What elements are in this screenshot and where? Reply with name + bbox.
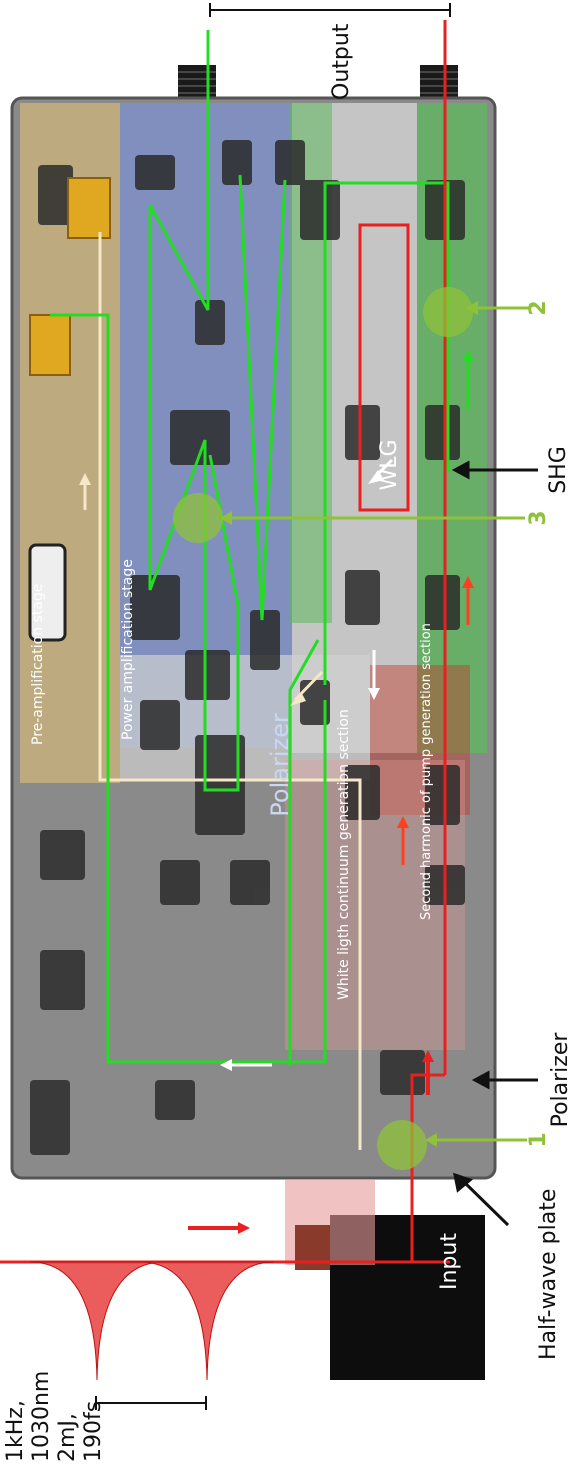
label-output: Output xyxy=(329,23,354,100)
output-bracket xyxy=(209,3,451,17)
label-shg: SHG xyxy=(546,446,569,494)
label-marker-3: 3 xyxy=(526,510,551,525)
marker-1 xyxy=(377,1120,527,1170)
gold-component-1 xyxy=(67,177,111,239)
label-white-light-section: White ligth continuum generation section xyxy=(336,709,352,1000)
pulse-bracket xyxy=(95,1396,207,1410)
label-half-wave-plate: Half-wave plate xyxy=(536,1189,561,1360)
label-power-amplification: Power amplification stage xyxy=(120,559,136,740)
marker-3 xyxy=(173,493,525,543)
pulse-shapes xyxy=(29,1261,275,1381)
label-pulse-line3: 2mJ, xyxy=(55,1413,80,1462)
label-pulse-line4: 190fs xyxy=(81,1401,106,1462)
label-pulse-line2: 1030nm xyxy=(29,1371,54,1462)
label-polarizer-middle: Polarizer xyxy=(266,713,294,817)
marker-2 xyxy=(423,287,530,337)
label-second-harmonic-section: Second harmonic of pump generation secti… xyxy=(419,623,434,920)
pre-amp-white-block xyxy=(28,543,67,642)
label-marker-1: 1 xyxy=(526,1132,551,1147)
label-marker-2: 2 xyxy=(526,300,551,315)
label-pre-amplification: Pre-amplification stage xyxy=(30,584,46,745)
direction-arrows xyxy=(79,350,474,1234)
label-pulse-line1: 1kHz, xyxy=(3,1400,28,1462)
label-input: Input xyxy=(437,1233,462,1290)
pale-beam-path xyxy=(98,232,362,1150)
optical-mounts xyxy=(30,140,465,1155)
label-wlg: WLG xyxy=(377,439,402,490)
gold-component-2 xyxy=(29,314,71,376)
pointer-arrows xyxy=(290,458,538,1227)
label-polarizer-bottom: Polarizer xyxy=(548,1032,569,1128)
